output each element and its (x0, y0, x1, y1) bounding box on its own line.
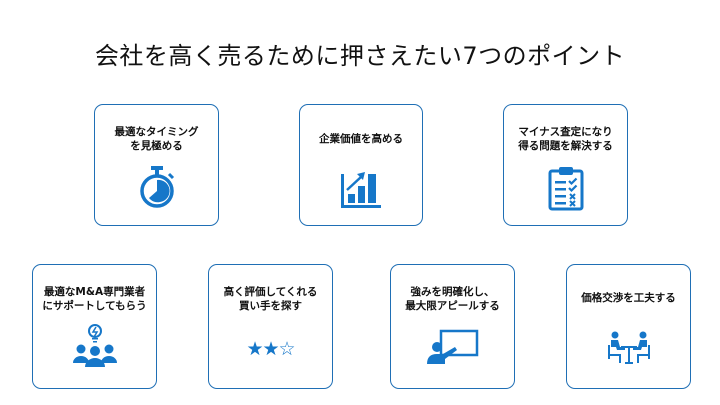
point-label: 企業価値を高める (300, 132, 422, 146)
label-line-2: を見極める (130, 140, 183, 152)
page-title: 会社を高く売るために押さえたい7つのポイント (94, 42, 626, 70)
label-line-1: 最適なタイミング (114, 126, 199, 138)
team-idea-icon (72, 323, 118, 367)
point-label: 最適なタイミング を見極める (95, 125, 218, 153)
point-label: 高く評価してくれる 買い手を探す (209, 285, 332, 313)
point-card-appeal: 強みを明確化し、 最大限アピールする (390, 264, 515, 389)
label-line-1: 企業価値を高める (319, 133, 403, 145)
point-card-value: 企業価値を高める (299, 104, 423, 226)
checklist-clipboard-icon (548, 165, 584, 211)
label-line-1: マイナス査定になり (518, 126, 613, 138)
point-card-negotiation: 価格交渉を工夫する (566, 264, 691, 389)
negotiation-table-icon (607, 331, 651, 365)
presentation-icon (426, 329, 479, 365)
point-label: マイナス査定になり 得る問題を解決する (504, 125, 627, 153)
point-label: 強みを明確化し、 最大限アピールする (391, 285, 514, 313)
label-line-2: 得る問題を解決する (518, 140, 613, 152)
label-line-1: 最適なM&A専門業者 (43, 286, 146, 298)
label-line-2: 買い手を探す (239, 300, 302, 312)
label-line-2: にサポートしてもらう (42, 300, 147, 312)
label-line-2: 最大限アピールする (405, 300, 500, 312)
point-label: 価格交渉を工夫する (567, 291, 690, 305)
point-card-buyer: 高く評価してくれる 買い手を探す ★★☆ (208, 264, 333, 389)
label-line-1: 高く評価してくれる (223, 286, 318, 298)
point-label: 最適なM&A専門業者 にサポートしてもらう (33, 285, 156, 313)
label-line-1: 強みを明確化し、 (410, 286, 495, 298)
growth-chart-icon (340, 168, 382, 210)
point-card-advisor: 最適なM&A専門業者 にサポートしてもらう (32, 264, 157, 389)
label-line-1: 価格交渉を工夫する (581, 292, 676, 304)
point-card-timing: 最適なタイミング を見極める (94, 104, 219, 226)
point-card-issues: マイナス査定になり 得る問題を解決する (503, 104, 628, 226)
stopwatch-icon (136, 165, 178, 209)
star-rating-icon: ★★☆ (246, 338, 295, 360)
